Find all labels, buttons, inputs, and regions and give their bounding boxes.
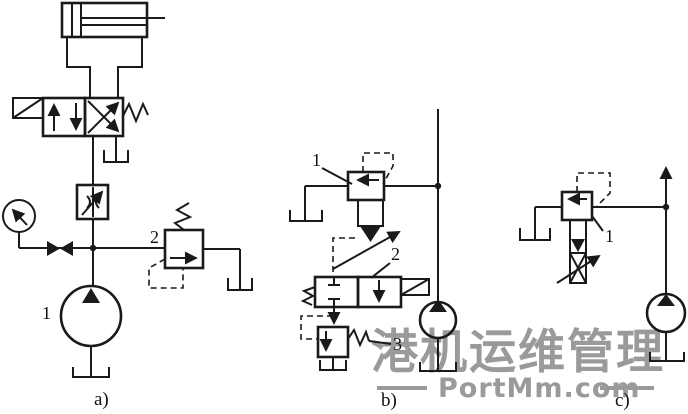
pilot-valve-symbol bbox=[519, 172, 666, 284]
tank-symbol bbox=[519, 228, 551, 241]
solenoid-valve-symbol bbox=[300, 275, 430, 309]
poppet-icon bbox=[571, 239, 585, 252]
pilot-line bbox=[148, 258, 184, 289]
tank-symbol bbox=[289, 210, 323, 222]
pilot-line bbox=[362, 152, 394, 185]
watermark-brand-text: 港机运维管理 bbox=[371, 325, 665, 380]
spring-icon bbox=[300, 286, 316, 306]
poppet-icon bbox=[360, 226, 381, 242]
spring-icon bbox=[173, 202, 193, 231]
label-leader-line bbox=[321, 167, 353, 185]
pilot-line bbox=[576, 172, 611, 207]
cylinder-symbol bbox=[60, 1, 165, 39]
diagram-a-caption: a) bbox=[94, 389, 109, 410]
tank-symbol bbox=[419, 362, 457, 372]
tank-symbol bbox=[649, 352, 685, 362]
spring-icon bbox=[122, 101, 149, 124]
relief-valve-label: 3 bbox=[393, 334, 402, 354]
tank-symbol bbox=[227, 278, 253, 291]
valve-tank-symbol bbox=[103, 136, 129, 163]
relief-valve-symbol bbox=[148, 202, 253, 291]
label-leader-line bbox=[370, 262, 391, 279]
diagram-b-caption: b) bbox=[381, 390, 397, 411]
adjustable-arrow bbox=[332, 231, 401, 270]
pilot-valve-symbol bbox=[289, 152, 438, 270]
spring-icon bbox=[347, 327, 370, 348]
diagram-c-caption: c) bbox=[615, 390, 630, 411]
label-leader-line bbox=[591, 215, 604, 232]
solenoid-valve-label: 2 bbox=[391, 244, 400, 264]
diagram-a: 2 1 a) bbox=[2, 1, 253, 410]
cylinder-port-lines bbox=[66, 37, 143, 98]
pilot-line bbox=[300, 315, 333, 340]
flow-control-valve-symbol bbox=[75, 183, 110, 221]
control-line bbox=[332, 237, 355, 277]
relief-valve-symbol bbox=[300, 315, 392, 371]
pilot-valve-label: 1 bbox=[605, 226, 614, 246]
diagram-c: 1 c) bbox=[519, 166, 687, 411]
solenoid-icon bbox=[12, 97, 44, 119]
pump-symbol bbox=[645, 292, 687, 362]
solenoid-icon bbox=[400, 278, 430, 296]
label-leader-line bbox=[368, 340, 392, 345]
tank-symbol bbox=[72, 367, 110, 378]
pump-label: 1 bbox=[42, 303, 51, 323]
shutoff-valve-symbol bbox=[47, 241, 73, 256]
adjustable-arrow bbox=[556, 254, 601, 284]
diagram-b: 1 2 3 bbox=[289, 109, 458, 411]
pump-symbol bbox=[418, 299, 458, 372]
pump-symbol bbox=[59, 284, 123, 378]
pilot-valve-label: 1 bbox=[312, 150, 321, 170]
tank-symbol bbox=[319, 360, 347, 371]
relief-valve-label: 2 bbox=[150, 227, 159, 247]
pressure-gauge-symbol bbox=[2, 199, 36, 248]
solenoid-directional-valve-symbol bbox=[12, 96, 149, 138]
